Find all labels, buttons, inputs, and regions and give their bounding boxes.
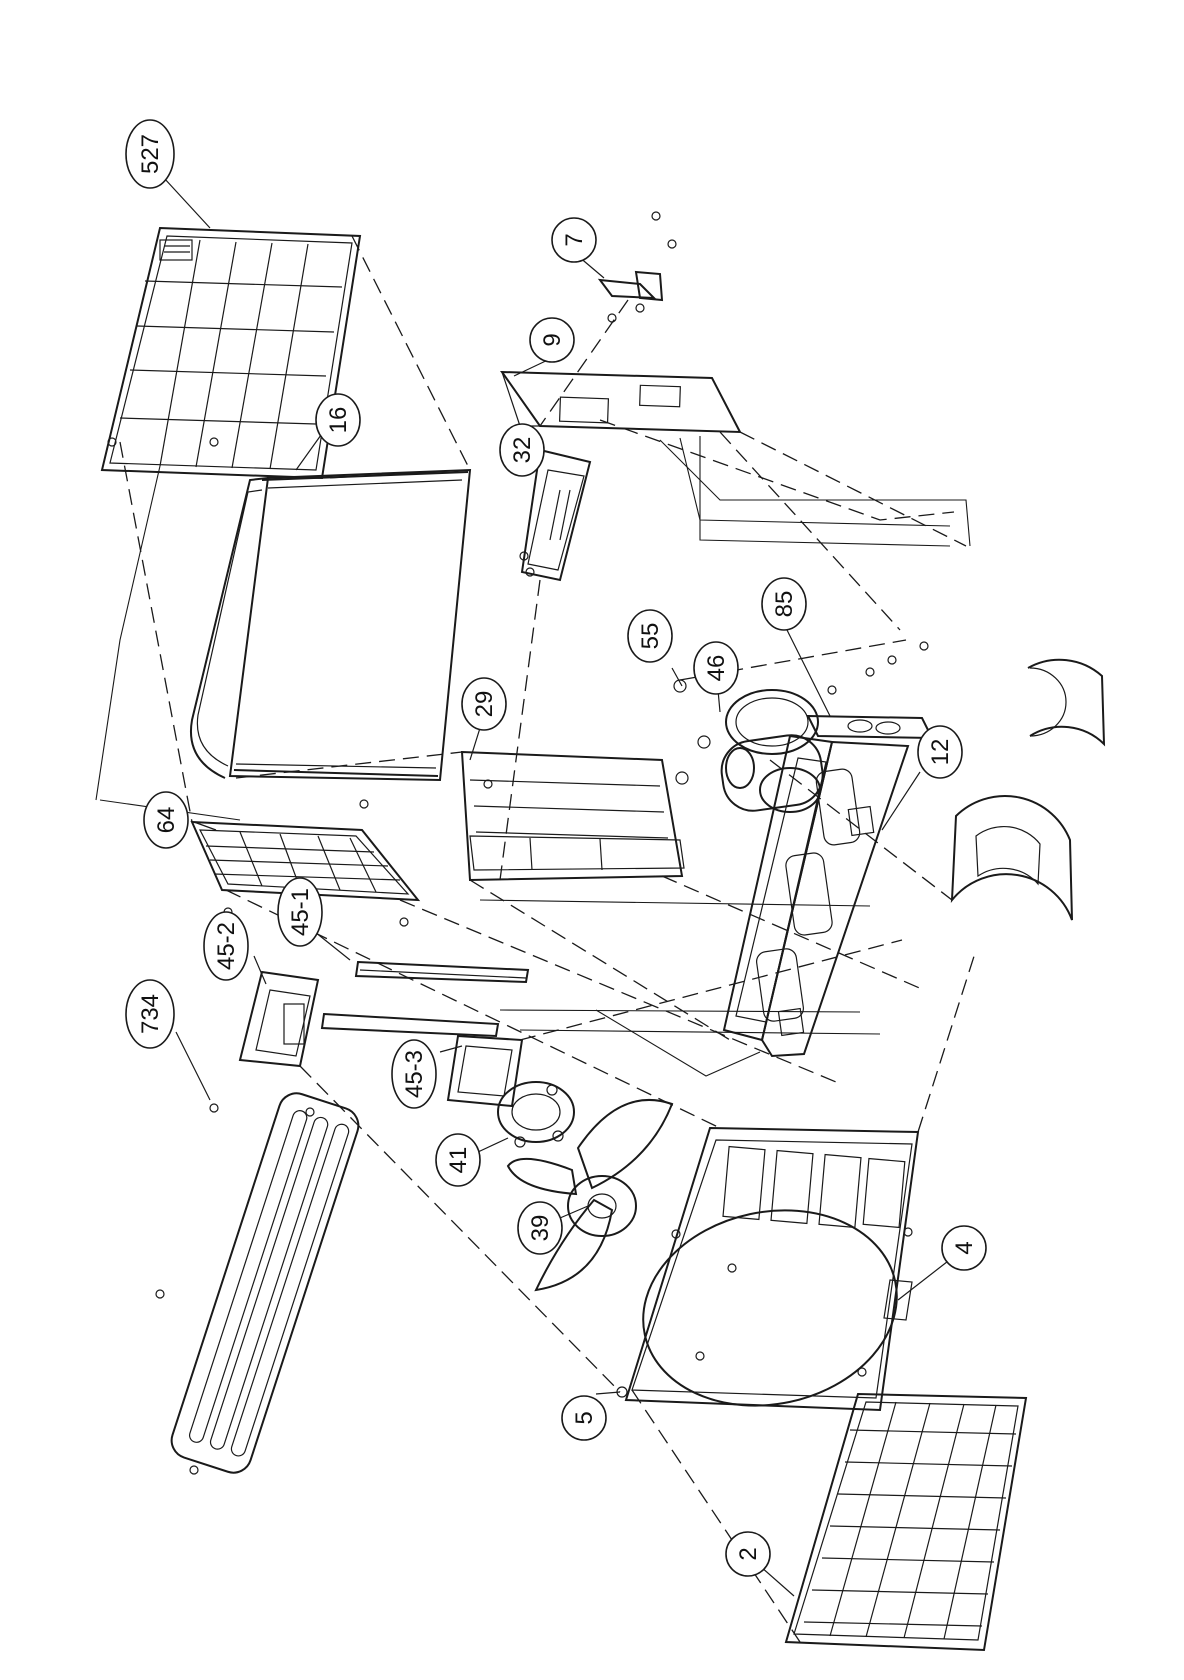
callout-7: 7 [552, 218, 596, 262]
part-16-condenser-coil [191, 470, 470, 780]
callout-9: 9 [530, 318, 574, 362]
callout-2: 2 [726, 1532, 770, 1576]
callout-29-label: 29 [471, 691, 498, 718]
callout-5-label: 5 [571, 1411, 598, 1424]
callout-45-3: 45-3 [392, 1040, 436, 1108]
callout-39: 39 [518, 1202, 562, 1254]
part-7-terminal-bracket [600, 212, 676, 322]
part-45-1-motor-bracket-rail [322, 962, 528, 1036]
part-46-compressor [674, 680, 827, 815]
callout-45-1-label: 45-1 [287, 888, 314, 936]
callout-5: 5 [562, 1396, 606, 1440]
part-734-side-panel [156, 1089, 363, 1478]
callout-41: 41 [436, 1134, 480, 1186]
callout-85-label: 85 [771, 591, 798, 618]
callout-16: 16 [316, 394, 360, 446]
callout-12: 12 [918, 726, 962, 778]
callout-734-label: 734 [137, 994, 164, 1034]
callout-2-label: 2 [735, 1547, 762, 1560]
callout-16-label: 16 [325, 407, 352, 434]
part-41-fan-motor [498, 1082, 574, 1147]
callout-39-label: 39 [527, 1215, 554, 1242]
callout-45-2: 45-2 [204, 912, 248, 980]
callout-527: 527 [126, 120, 174, 188]
compressor-insulation-top [1028, 660, 1104, 744]
callout-734: 734 [126, 980, 174, 1048]
callout-45-3-label: 45-3 [401, 1050, 428, 1098]
part-39-fan-blade [508, 1100, 672, 1290]
callout-41-label: 41 [445, 1147, 472, 1174]
callout-55-label: 55 [637, 623, 664, 650]
callout-29: 29 [462, 678, 506, 730]
part-527-top-panel [102, 228, 360, 478]
callout-45-1: 45-1 [278, 878, 322, 946]
callout-32-label: 32 [509, 437, 536, 464]
part-4-front-panel [625, 1128, 918, 1429]
callout-527-label: 527 [137, 134, 164, 174]
callout-46-label: 46 [703, 655, 730, 682]
part-29-partition-plate [462, 752, 684, 880]
callout-85: 85 [762, 578, 806, 630]
callout-4: 4 [942, 1226, 986, 1270]
part-9-control-cover [502, 372, 740, 432]
callout-64-label: 64 [153, 807, 180, 834]
callout-9-label: 9 [539, 333, 566, 346]
callout-45-2-label: 45-2 [213, 922, 240, 970]
callout-64: 64 [144, 792, 188, 848]
callout-46: 46 [694, 642, 738, 694]
part-85-valve-plate [808, 642, 932, 738]
part-45-2-motor-bracket [240, 972, 318, 1066]
part-2-front-grille [786, 1394, 1026, 1650]
callout-7-label: 7 [561, 233, 588, 246]
callout-55: 55 [628, 610, 672, 662]
callout-12-label: 12 [927, 739, 954, 766]
part-12-base-pan [724, 736, 908, 1056]
compressor-insulation-jacket [952, 796, 1072, 920]
callout-32: 32 [500, 424, 544, 476]
callout-4-label: 4 [951, 1241, 978, 1254]
